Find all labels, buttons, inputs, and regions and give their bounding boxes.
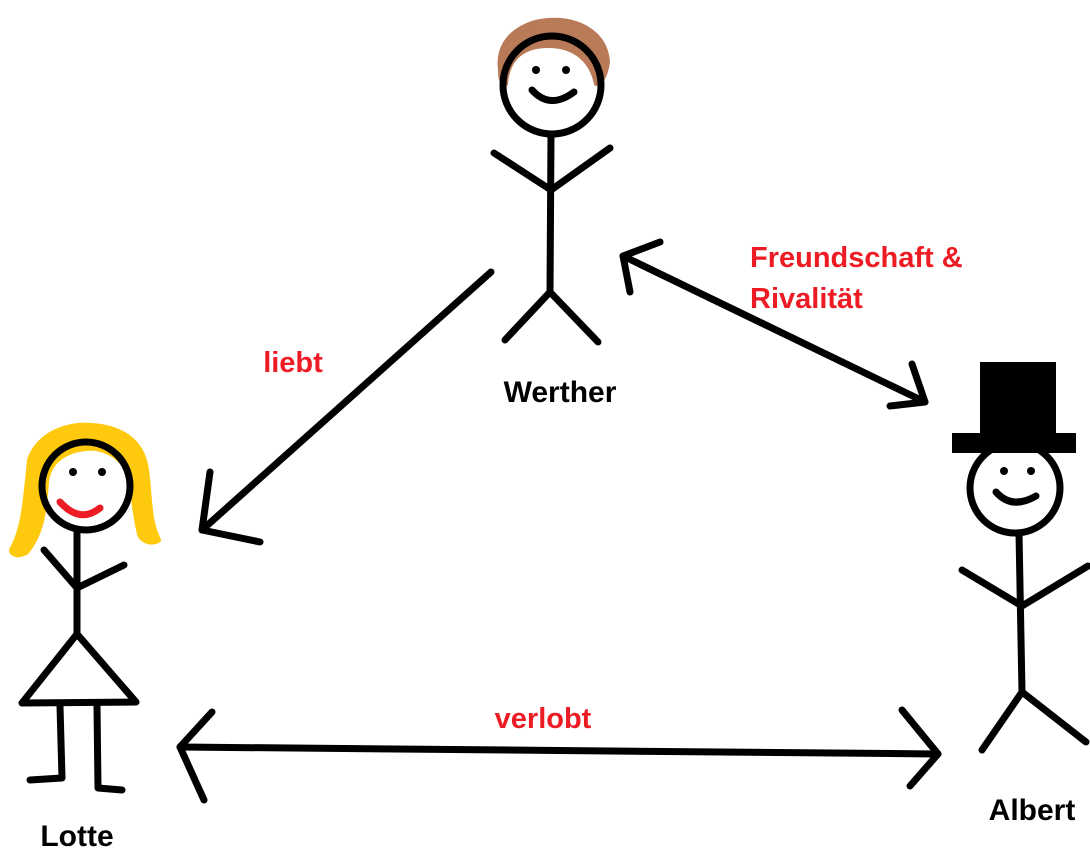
- albert-hat-crown: [980, 362, 1056, 436]
- albert-smile: [992, 488, 1040, 506]
- albert-legs: [978, 688, 1090, 754]
- arrowhead-albert-end: [886, 360, 929, 410]
- lotte-leg-right: [93, 702, 126, 794]
- lotte-name: Lotte: [40, 820, 113, 853]
- arrowhead-lotte-end: [198, 468, 264, 546]
- lotte-leg-left: [26, 702, 66, 784]
- label-freundschaft: Freundschaft &: [750, 242, 963, 274]
- lotte-mouth: [56, 498, 104, 519]
- albert-arms: [958, 562, 1090, 610]
- albert-head: [966, 439, 1064, 537]
- werther-smile: [528, 86, 578, 104]
- albert-name: Albert: [989, 794, 1076, 827]
- arrowhead-lotte-side: [176, 708, 216, 804]
- werther-eye-left: [532, 66, 540, 74]
- label-rivalitaet: Rivalität: [750, 283, 863, 315]
- lotte-head: [38, 438, 134, 534]
- arrow-werther-albert: [619, 252, 929, 406]
- albert-eye-left: [1000, 467, 1008, 475]
- lotte-eye-right: [98, 468, 106, 476]
- werther-arms: [490, 144, 614, 194]
- lotte-dress: [18, 630, 140, 707]
- lotte-figure: [9, 422, 161, 794]
- arrowhead-albert-side: [898, 706, 942, 790]
- arrowhead-werther-end: [619, 238, 664, 296]
- albert-figure: [952, 362, 1090, 754]
- werther-eye-right: [562, 66, 570, 74]
- werther-name: Werther: [504, 376, 617, 409]
- werther-figure: [490, 17, 614, 346]
- albert-eye-right: [1027, 467, 1035, 475]
- albert-body: [1015, 529, 1026, 696]
- werther-legs: [501, 288, 602, 346]
- label-verlobt: verlobt: [495, 703, 592, 735]
- lotte-eye-left: [69, 468, 77, 476]
- label-liebt: liebt: [263, 347, 323, 379]
- lotte-arms: [40, 546, 128, 592]
- werther-head: [499, 32, 605, 138]
- arrow-werther-to-lotte: [198, 268, 495, 534]
- werther-body: [546, 130, 555, 296]
- arrow-lotte-albert: [176, 743, 942, 758]
